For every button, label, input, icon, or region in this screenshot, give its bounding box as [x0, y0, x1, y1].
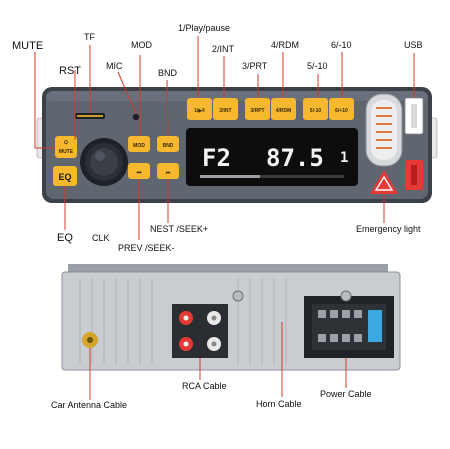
mute-button-label: MUTE [59, 149, 74, 155]
preset-1-button[interactable] [187, 98, 212, 120]
mute-icon: ⏻ [64, 140, 68, 146]
rear-top-edge [68, 264, 388, 274]
mute-button[interactable] [55, 136, 77, 158]
label-rdm: 4/RDM [271, 40, 300, 50]
leader-lines-front [34, 36, 415, 240]
eq-button-label: EQ [58, 172, 71, 182]
preset-3-button[interactable] [245, 98, 270, 120]
label-play-pause: 1/Play/pause [178, 23, 231, 33]
label-mic: MIC [106, 61, 123, 71]
label-usb: USB [404, 40, 423, 50]
label-antenna-cable: Car Antenna Cable [51, 400, 128, 410]
rear-ribs [79, 278, 287, 364]
bnd-button[interactable] [157, 136, 179, 152]
preset-6-button[interactable] [329, 98, 354, 120]
preset-5-button[interactable] [303, 98, 328, 120]
label-minus10: 5/-10 [307, 61, 328, 71]
label-rca-cable: RCA Cable [182, 381, 227, 391]
label-prev-seek: PREV /SEEK- [118, 243, 175, 253]
lcd-band: F2 [202, 144, 231, 172]
label-rst: RST [59, 65, 81, 77]
label-power-cable: Power Cable [320, 389, 372, 399]
mod-button-label: MOD [133, 143, 145, 149]
label-next-seek: NEST /SEEK+ [150, 224, 209, 234]
lcd-display [186, 128, 358, 186]
rca-block [172, 304, 228, 358]
label-int: 2/INT [212, 44, 235, 54]
eq-button[interactable] [53, 166, 77, 186]
leader-lines-rear [89, 322, 347, 400]
preset-6-label: 6/+10 [335, 108, 348, 114]
label-eq: EQ [57, 232, 73, 244]
label-tf: TF [84, 32, 95, 42]
label-mute: MUTE [12, 40, 44, 52]
label-clk: CLK [92, 233, 110, 243]
next-icon: ⏭ [166, 170, 171, 176]
label-emergency-light: Emergency light [356, 224, 421, 234]
preset-buttons [187, 98, 354, 120]
mic-hole [132, 113, 140, 121]
label-bnd: BND [158, 68, 178, 78]
label-mod: MOD [131, 40, 152, 50]
lcd-frequency: 87.5 [266, 144, 324, 172]
lcd-preset: 1 [340, 150, 348, 166]
preset-2-label: 2/INT [219, 108, 231, 114]
preset-4-label: 4/RDM [276, 108, 292, 114]
label-horn-cable: Horn Cable [256, 399, 302, 409]
label-prt: 3/PRT [242, 61, 268, 71]
preset-3-label: 3/RPT [250, 108, 264, 114]
preset-4-button[interactable] [271, 98, 296, 120]
prev-seek-button[interactable] [128, 163, 150, 179]
preset-2-button[interactable] [213, 98, 238, 120]
next-seek-button[interactable] [157, 163, 179, 179]
bnd-button-label: BND [163, 143, 174, 149]
power-connector-clip [368, 310, 382, 342]
preset-5-label: 5/-10 [310, 108, 322, 114]
mod-button[interactable] [128, 136, 150, 152]
prev-icon: ⏮ [137, 170, 142, 176]
preset-1-label: 1/▶‖ [194, 108, 205, 114]
label-plus10: 6/-10 [331, 40, 352, 50]
